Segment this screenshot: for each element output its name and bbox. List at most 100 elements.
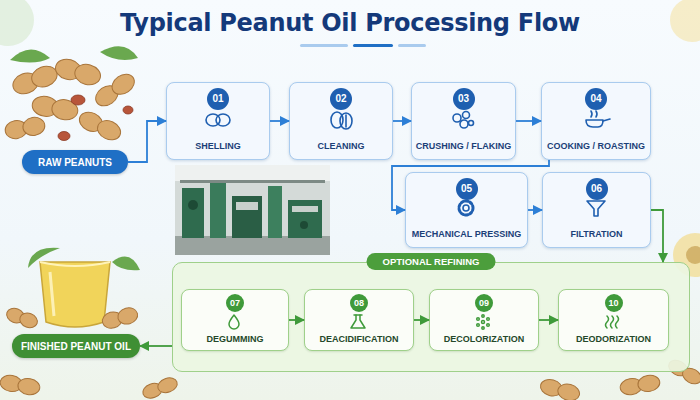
- flow-arrow: [393, 120, 411, 122]
- svg-ellipse: [108, 70, 138, 99]
- step-number: 06: [586, 178, 608, 200]
- refining-band: OPTIONAL REFINING07DEGUMMING08DEACIDIFIC…: [172, 262, 690, 372]
- process-box: 03CRUSHING / FLAKING: [411, 82, 516, 160]
- svg-rect: [210, 182, 226, 238]
- step-label: DEODORIZATION: [562, 334, 665, 345]
- background-decor: [0, 0, 700, 277]
- svg-ellipse: [73, 62, 103, 88]
- step-number: 10: [605, 294, 623, 312]
- svg-g: [53, 56, 103, 87]
- process-box: 10DEODORIZATION: [558, 289, 669, 351]
- svg-g: [58, 95, 133, 141]
- step-number: 08: [350, 294, 368, 312]
- step-label: DEGUMMING: [185, 334, 285, 345]
- svg-path: [10, 49, 50, 62]
- svg-circle: [670, 0, 700, 42]
- svg-ellipse: [18, 311, 40, 330]
- svg-g: [539, 377, 582, 400]
- svg-rect: [353, 44, 393, 47]
- svg-g: [92, 70, 138, 110]
- svg-ellipse: [94, 117, 123, 143]
- svg-circle: [0, 0, 34, 46]
- svg-rect: [175, 236, 330, 255]
- svg-rect: [180, 180, 325, 183]
- svg-rect: [398, 44, 426, 47]
- svg-rect: [300, 44, 348, 47]
- svg-ellipse: [21, 116, 46, 138]
- step-label: SHELLING: [170, 141, 266, 152]
- step-number: 04: [585, 88, 607, 110]
- svg-rect: [292, 206, 318, 212]
- step-label: FILTRATION: [546, 229, 647, 240]
- svg-circle: [686, 246, 700, 264]
- flow-arrow: [140, 345, 172, 347]
- svg-g: [4, 116, 47, 141]
- step-label: CLEANING: [293, 141, 389, 152]
- process-box: 08DEACIDIFICATION: [304, 289, 414, 351]
- svg-path: [100, 46, 138, 60]
- step-number: 03: [453, 88, 475, 110]
- flow-arrow: [528, 209, 542, 211]
- diagram-title: Typical Peanut Oil Processing Flow: [0, 9, 700, 37]
- svg-g: [0, 374, 41, 397]
- process-box: 01SHELLING: [166, 82, 270, 160]
- step-number: 09: [475, 294, 493, 312]
- svg-ellipse: [58, 132, 70, 141]
- raw-peanuts-illustration: [4, 46, 138, 143]
- svg-g: [5, 306, 140, 331]
- svg-ellipse: [17, 377, 41, 397]
- svg-rect: [288, 200, 322, 238]
- svg-path: [50, 272, 54, 316]
- step-number: 07: [226, 294, 244, 312]
- svg-rect: [268, 186, 282, 238]
- svg-g: [101, 306, 140, 331]
- svg-g: [4, 56, 138, 143]
- process-box: 06FILTRATION: [542, 172, 651, 248]
- svg-ellipse: [71, 95, 85, 105]
- svg-g: [619, 374, 661, 397]
- step-label: COOKING / ROASTING: [545, 141, 647, 152]
- label-pill: FINISHED PEANUT OIL: [12, 334, 140, 358]
- svg-rect: [232, 196, 262, 238]
- step-label: DEACIDIFICATION: [308, 334, 410, 345]
- svg-path: [112, 257, 140, 271]
- flow-arrow: [128, 121, 166, 162]
- svg-circle: [300, 221, 308, 229]
- step-number: 05: [456, 178, 478, 200]
- svg-path: [40, 262, 110, 327]
- pill-label: FINISHED PEANUT OIL: [21, 341, 131, 352]
- flow-arrow: [516, 120, 541, 122]
- svg-g: [141, 375, 180, 400]
- step-label: DECOLORIZATION: [433, 334, 535, 345]
- svg-g: [76, 109, 123, 144]
- process-box: 07DEGUMMING: [181, 289, 289, 351]
- svg-path: [40, 262, 110, 266]
- svg-circle: [188, 200, 198, 210]
- svg-rect: [175, 165, 330, 181]
- step-number: 01: [207, 88, 229, 110]
- pill-label: RAW PEANUTS: [38, 157, 112, 168]
- step-label: CRUSHING / FLAKING: [415, 141, 512, 152]
- svg-ellipse: [156, 375, 180, 395]
- process-box: 09DECOLORIZATION: [429, 289, 539, 351]
- process-box: 04COOKING / ROASTING: [541, 82, 651, 160]
- factory-photo: [175, 165, 330, 255]
- flow-arrow: [270, 120, 289, 122]
- band-heading: OPTIONAL REFINING: [367, 253, 496, 270]
- svg-ellipse: [556, 382, 581, 400]
- flow-arrow: [651, 210, 663, 262]
- process-box: 05MECHANICAL PRESSING: [405, 172, 528, 248]
- svg-rect: [236, 202, 258, 210]
- svg-rect: [182, 188, 204, 238]
- process-box: 02CLEANING: [289, 82, 393, 160]
- svg-ellipse: [116, 306, 139, 327]
- svg-g: [10, 63, 60, 98]
- label-pill: RAW PEANUTS: [22, 150, 128, 174]
- oil-glass-illustration: [5, 248, 140, 331]
- svg-g: [5, 306, 40, 330]
- step-number: 02: [330, 88, 352, 110]
- step-label: MECHANICAL PRESSING: [409, 229, 524, 240]
- svg-ellipse: [123, 106, 133, 114]
- svg-ellipse: [637, 374, 661, 394]
